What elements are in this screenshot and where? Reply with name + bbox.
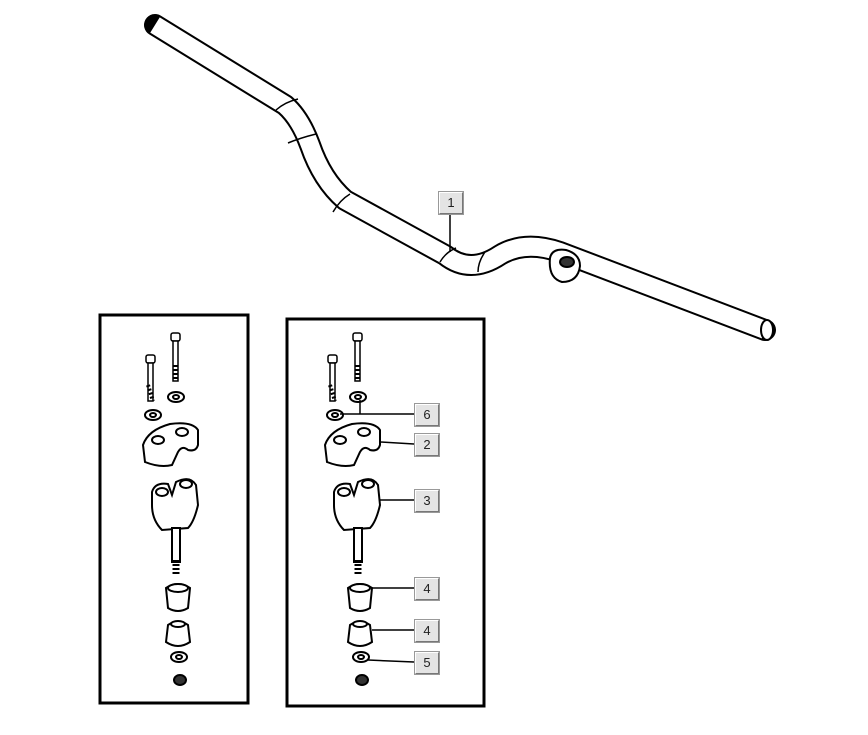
right-parts-box [285, 317, 486, 708]
left-mount-parts [143, 333, 198, 685]
callout-3-riser[interactable]: 3 [415, 490, 439, 512]
right-mount-parts [325, 333, 380, 685]
callout-4-bushing-upper[interactable]: 4 [415, 578, 439, 600]
callout-6-washer[interactable]: 6 [415, 404, 439, 426]
callout-2-clamp[interactable]: 2 [415, 434, 439, 456]
clamp-on-bar [548, 248, 582, 284]
leader-lines [340, 400, 415, 663]
callout-4-bushing-lower[interactable]: 4 [415, 620, 439, 642]
handlebar[interactable] [144, 14, 776, 341]
callout-1-handlebar[interactable]: 1 [439, 192, 463, 214]
callout-5-lower-washer[interactable]: 5 [415, 652, 439, 674]
left-parts-box [98, 313, 250, 705]
